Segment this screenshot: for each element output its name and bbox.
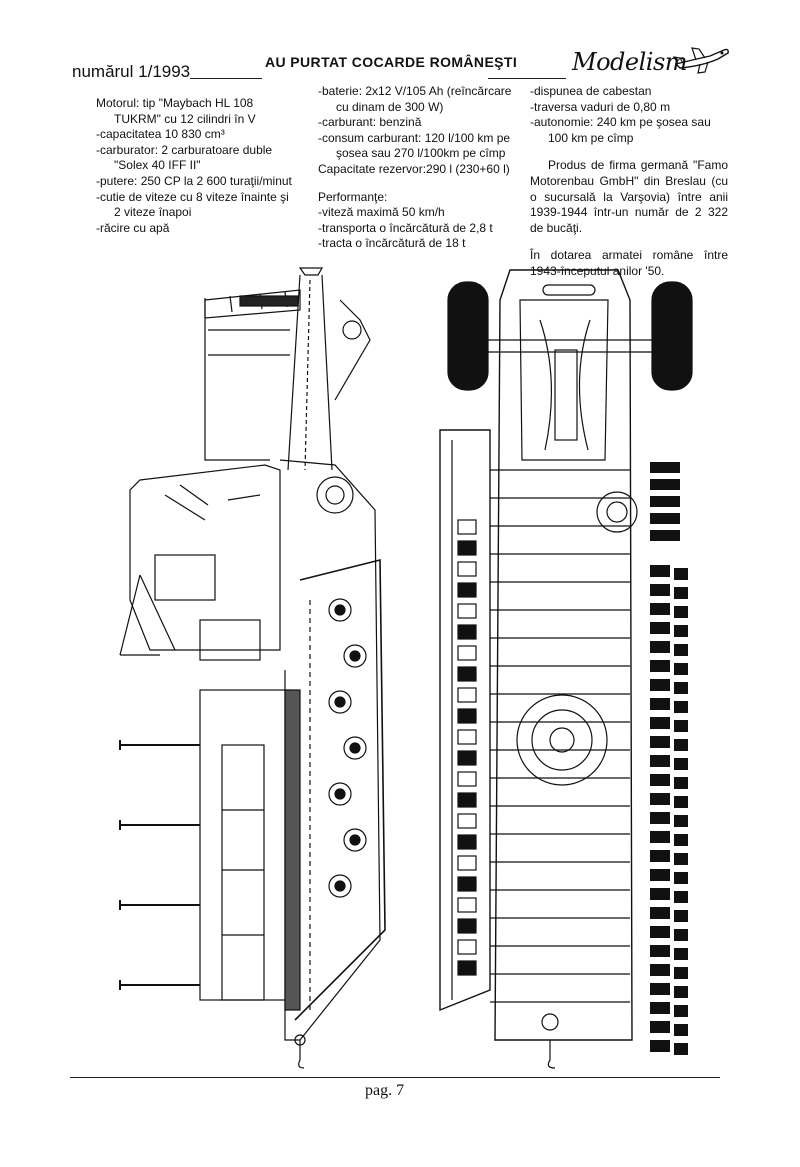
performance-spec-line: -baterie: 2x12 V/105 Ah (reîncărcare (318, 84, 512, 98)
roadwheel-mark (343, 828, 367, 852)
roadwheel-mark (328, 598, 352, 622)
performance-spec-line: -carburant: benzină (318, 115, 422, 130)
engine-spec-line: -cutie de viteze cu 8 viteze înainte şi (96, 189, 289, 204)
footer-rule (70, 1077, 720, 1078)
header-rule-right (488, 78, 566, 79)
performance-spec-line: -viteză maximă 50 km/h (318, 205, 445, 220)
page-header: numărul 1/1993 AU PURTAT COCARDE ROMÂNEŞ… (0, 0, 800, 90)
engine-spec-line: Motorul: tip "Maybach HL 108 (96, 96, 254, 110)
performance-spec-line: -consum carburant: 120 l/100 km pe (318, 130, 511, 145)
equipment-spec-line: -dispunea de cabestan (530, 84, 652, 98)
airplane-icon (672, 47, 729, 74)
roadwheel-mark (328, 690, 352, 714)
performance-spec-line: Capacitate rezervor:290 l (230+60 l) (318, 161, 510, 176)
production-paragraph: Produs de firma germană "Famo Motorenbau… (530, 158, 728, 235)
engine-spec-line: "Solex 40 IFF II" (114, 158, 201, 173)
roadwheel-mark (328, 874, 352, 898)
performance-spec-line: -transporta o încărcătură de 2,8 t (318, 220, 493, 235)
roadwheel-mark (343, 644, 367, 668)
page-number: pag. 7 (365, 1082, 405, 1099)
side-view-drawing (119, 267, 386, 1069)
header-rule-left (190, 78, 262, 79)
performance-spec-line: -tracta o încărcătură de 18 t (318, 236, 466, 251)
service-paragraph: În dotarea armatei române între 1943-înc… (530, 248, 728, 278)
issue-number: numărul 1/1993 (72, 62, 191, 81)
equipment-spec-line: -autonomie: 240 km pe şosea sau (530, 115, 711, 130)
equipment-spec-line: 100 km pe cîmp (548, 130, 634, 145)
engine-spec-line: -carburator: 2 carburatoare duble (96, 142, 273, 157)
magazine-logo: Modelism (572, 48, 688, 76)
roadwheel-mark (328, 782, 352, 806)
production-info-column: -dispunea de cabestan-traversa vaduri de… (530, 84, 728, 280)
top-view-drawing (439, 269, 693, 1069)
engine-spec-line: TUKRM" cu 12 cilindri în V (114, 111, 256, 126)
engine-spec-line: -capacitatea 10 830 cm³ (96, 127, 225, 142)
performance-spec-line: Performanţe: (318, 189, 388, 204)
engine-spec-line: -răcire cu apă (96, 220, 170, 235)
performance-spec-line: şosea sau 270 l/100km pe cîmp (336, 146, 506, 161)
engine-spec-line: -putere: 250 CP la 2 600 turaţii/minut (96, 173, 292, 188)
roadwheel-mark (343, 736, 367, 760)
engine-spec-line: 2 viteze înapoi (114, 205, 192, 220)
performance-spec-line: cu dinam de 300 W) (336, 99, 444, 114)
equipment-spec-line: -traversa vaduri de 0,80 m (530, 99, 671, 114)
series-title: AU PURTAT COCARDE ROMÂNEŞTI (265, 54, 518, 70)
